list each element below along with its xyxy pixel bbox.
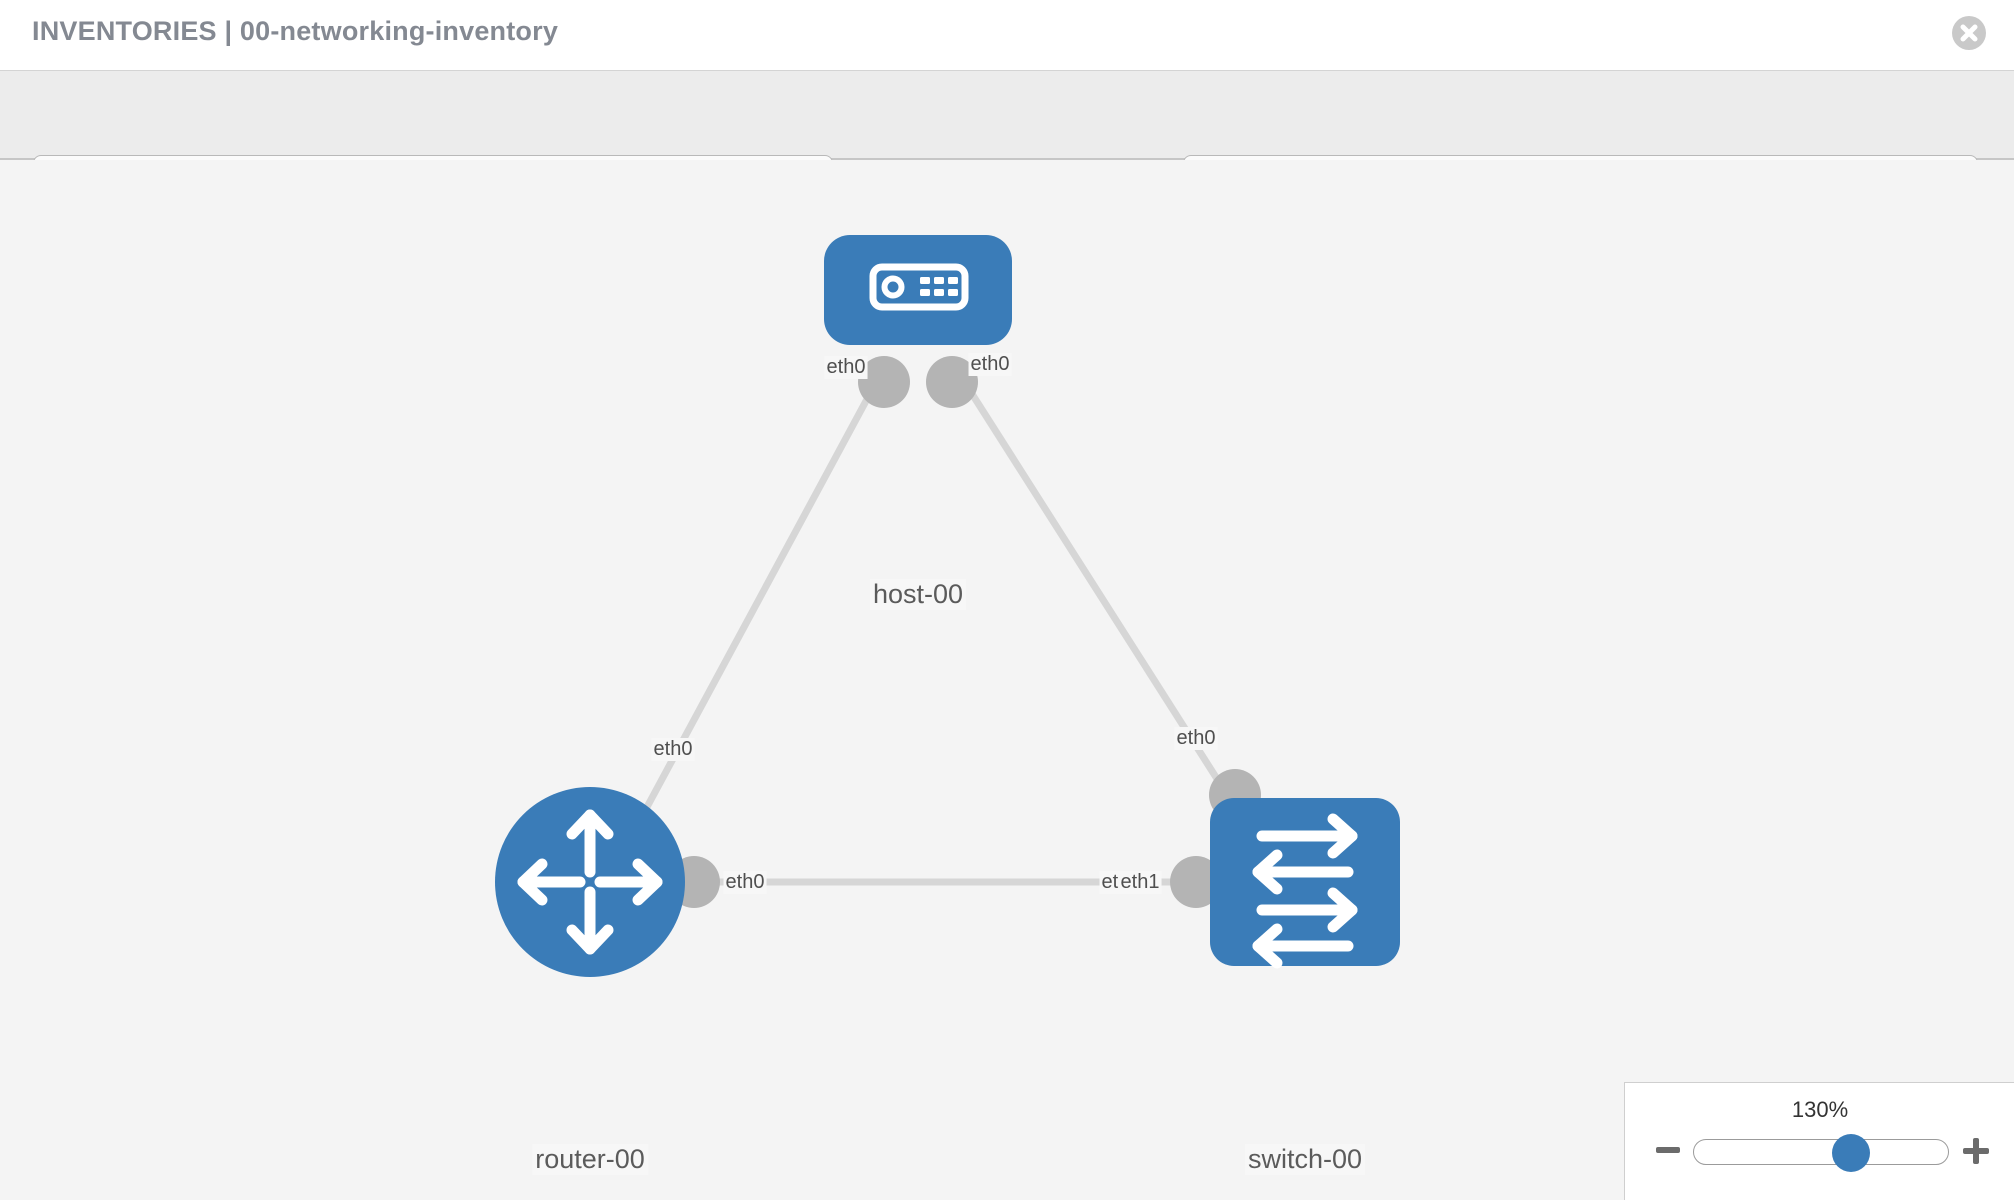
zoom-control-panel: 130%	[1624, 1082, 2014, 1200]
port-marker	[1170, 856, 1222, 908]
close-icon[interactable]	[1952, 16, 1986, 50]
toolbar: ACTIONS SEARCH	[0, 70, 2014, 209]
topology-graph	[495, 235, 1400, 977]
page-header: INVENTORIES | 00-networking-inventory	[0, 0, 2014, 70]
port-marker	[926, 356, 978, 408]
iface-label: eth0	[723, 871, 767, 894]
iface-label: eth1	[1118, 871, 1162, 894]
topology-ports	[668, 356, 1261, 908]
port-marker	[858, 356, 910, 408]
iface-label: eth0	[824, 356, 868, 379]
topology-links	[636, 373, 1243, 886]
node-router-00	[495, 787, 685, 977]
zoom-in-button[interactable]	[1960, 1135, 1992, 1172]
node-label-router: router-00	[532, 1144, 648, 1175]
node-label-switch: switch-00	[1244, 1144, 1366, 1175]
zoom-level-value: 130%	[1791, 1097, 1849, 1122]
iface-label: eth0	[651, 738, 695, 761]
node-switch-00	[1210, 798, 1400, 969]
iface-label: eth0	[968, 353, 1012, 376]
page-title: INVENTORIES | 00-networking-inventory	[32, 16, 559, 46]
node-host-00	[824, 235, 1012, 345]
node-label-host: host-00	[869, 579, 967, 610]
iface-label: eth0	[1174, 727, 1218, 750]
topology-canvas[interactable]: eth0 eth0 eth0 eth0 eth0 eth0 eth1 host-…	[0, 160, 2014, 1200]
zoom-slider[interactable]	[1693, 1134, 1949, 1172]
zoom-slider-thumb[interactable]	[1832, 1134, 1871, 1172]
zoom-out-button[interactable]	[1653, 1135, 1683, 1170]
